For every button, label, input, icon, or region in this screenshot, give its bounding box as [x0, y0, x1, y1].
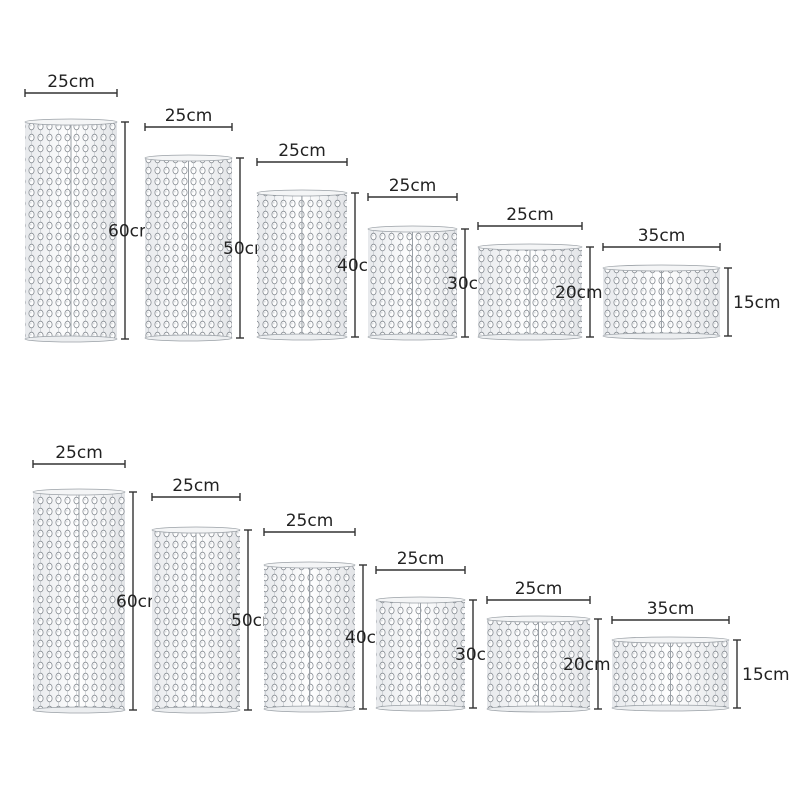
height-label: 20cm [555, 283, 603, 303]
crystal-stand: 35cm 15cm [611, 599, 790, 712]
bottom-rim [144, 334, 233, 342]
bottom-rim [24, 335, 118, 343]
crystal-stand: 35cm 15cm [602, 226, 781, 340]
top-rim [144, 154, 233, 162]
top-rim [256, 189, 348, 197]
width-dimension: 25cm [24, 72, 118, 97]
width-dimension: 25cm [477, 205, 583, 230]
width-label: 25cm [286, 511, 334, 531]
height-dimension: 20cm [563, 618, 611, 710]
top-rim [375, 596, 466, 604]
bottom-rim [375, 704, 466, 712]
bottom-rim [611, 704, 730, 712]
width-dimension: 25cm [486, 579, 591, 604]
top-rim [263, 561, 356, 569]
width-label: 25cm [55, 443, 103, 463]
top-rim [151, 526, 241, 534]
crystal-stand: 25cm 20cm [477, 205, 603, 341]
width-label: 25cm [506, 205, 554, 225]
bottom-rim [486, 705, 591, 713]
width-label: 25cm [47, 72, 95, 92]
bottom-rim [151, 706, 241, 714]
bottom-rim [602, 332, 721, 340]
width-label: 25cm [397, 549, 445, 569]
bottom-rim [477, 333, 583, 341]
height-dimension: 60cm [108, 121, 156, 340]
height-label: 60cm [116, 592, 164, 612]
width-label: 25cm [278, 141, 326, 161]
height-label: 60cm [108, 222, 156, 242]
top-rim [367, 225, 458, 233]
bottom-rim [32, 706, 126, 714]
bottom-rim [256, 333, 348, 341]
height-dimension: 20cm [555, 246, 603, 338]
width-label: 25cm [515, 579, 563, 599]
width-label: 25cm [389, 176, 437, 196]
width-dimension: 25cm [144, 106, 233, 131]
width-dimension: 25cm [256, 141, 348, 166]
top-rim [32, 488, 126, 496]
width-dimension: 35cm [611, 599, 730, 624]
width-label: 25cm [165, 106, 213, 126]
width-dimension: 25cm [263, 511, 356, 536]
top-rim [486, 615, 591, 623]
bottom-rim [263, 705, 356, 713]
width-dimension: 25cm [151, 476, 241, 501]
height-dimension: 15cm [724, 267, 781, 337]
top-rim [611, 636, 730, 644]
width-dimension: 35cm [602, 226, 721, 251]
top-rim [477, 243, 583, 251]
width-label: 25cm [172, 476, 220, 496]
crystal-stand: 25cm 60cm [32, 443, 164, 714]
width-label: 35cm [638, 226, 686, 246]
height-dimension: 15cm [733, 639, 790, 709]
height-label: 15cm [742, 665, 790, 685]
crystal-stand: 25cm 60cm [24, 72, 156, 343]
crystal-stand: 25cm 20cm [486, 579, 611, 713]
top-rim [602, 264, 721, 272]
width-dimension: 25cm [367, 176, 458, 201]
height-dimension: 60cm [116, 491, 164, 711]
width-label: 35cm [647, 599, 695, 619]
bottom-rim [367, 333, 458, 341]
height-label: 15cm [733, 293, 781, 313]
top-rim [24, 118, 118, 126]
width-dimension: 25cm [375, 549, 466, 574]
height-label: 20cm [563, 655, 611, 675]
width-dimension: 25cm [32, 443, 126, 468]
